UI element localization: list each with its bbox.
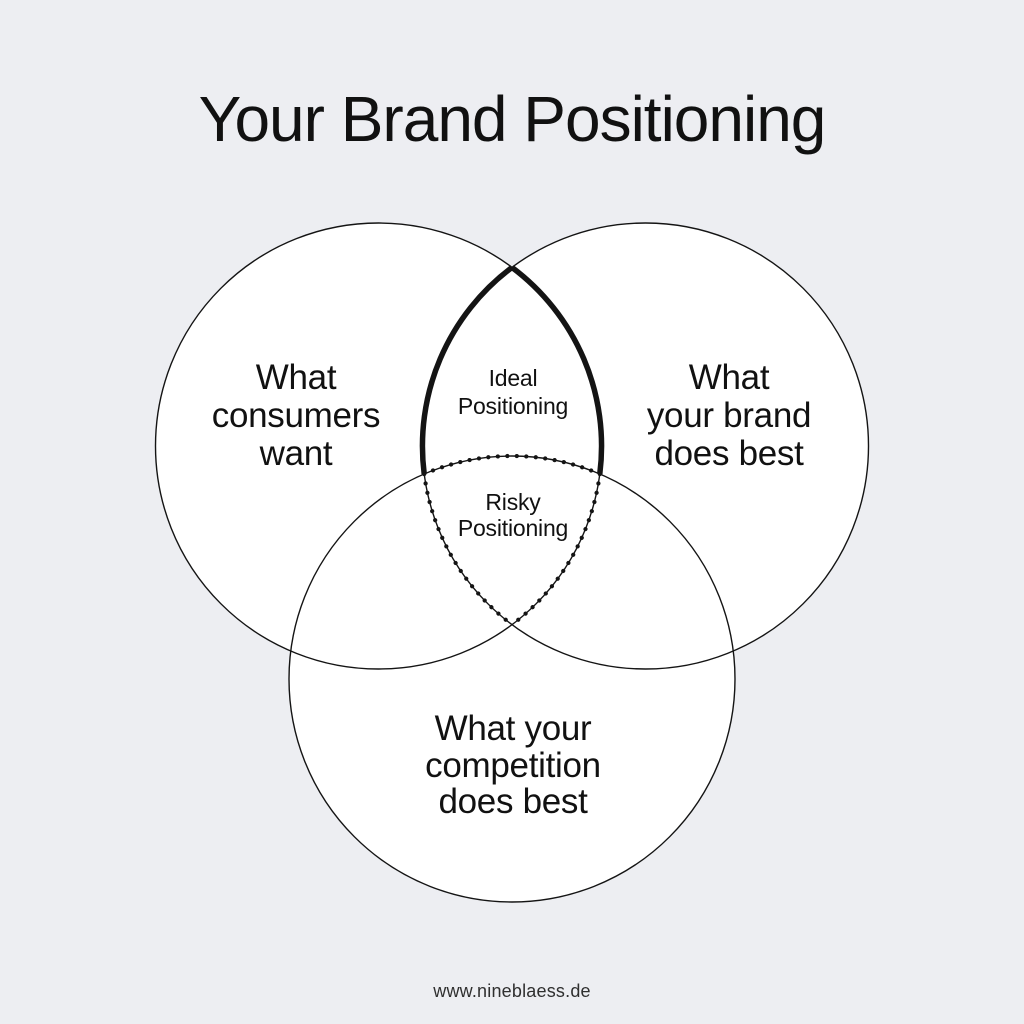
bottom-circle-label: What your competition does best <box>425 709 601 821</box>
right-circle-label-line-2: your brand <box>647 396 811 435</box>
left-circle-label-line-3: want <box>259 434 333 473</box>
risky-overlap-label-line-1: Risky <box>485 489 541 515</box>
ideal-overlap-label-line-2: Positioning <box>458 393 568 419</box>
bottom-circle-fill <box>289 456 735 902</box>
bottom-circle-label-line-1: What your <box>435 709 592 748</box>
footer-url: www.nineblaess.de <box>432 981 591 1001</box>
venn-circle-fills <box>155 223 869 902</box>
bottom-circle-label-line-2: competition <box>425 746 601 785</box>
left-circle-label-line-2: consumers <box>212 396 380 435</box>
right-circle-label-line-3: does best <box>654 434 804 473</box>
ideal-positioning-bold-border <box>419 265 605 475</box>
venn-labels: What consumers want What your brand does… <box>212 358 812 821</box>
bottom-circle-outline <box>288 455 736 903</box>
left-circle-label-line-1: What <box>256 358 337 397</box>
page-title: Your Brand Positioning <box>199 83 826 155</box>
risky-overlap-label-line-2: Positioning <box>458 515 568 541</box>
bottom-circle-label-line-3: does best <box>438 782 588 821</box>
right-circle-label-line-1: What <box>689 358 770 397</box>
risky-overlap-label: Risky Positioning <box>458 489 569 541</box>
left-circle-label: What consumers want <box>212 358 381 473</box>
ideal-overlap-label: Ideal Positioning <box>458 365 569 419</box>
right-circle-label: What your brand does best <box>647 358 812 473</box>
ideal-overlap-label-line-1: Ideal <box>489 365 538 391</box>
